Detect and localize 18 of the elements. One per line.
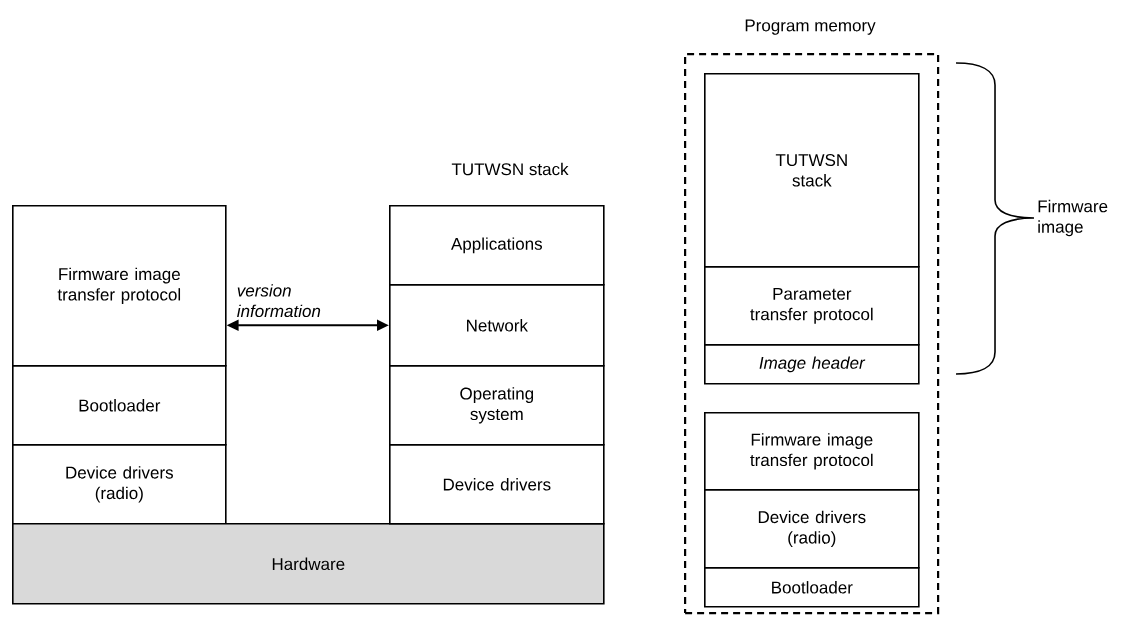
layer-box: Network	[389, 284, 605, 367]
edge-label: version information	[237, 284, 321, 318]
region-heading: Program memory	[745, 19, 876, 35]
layer-box: Applications	[389, 205, 605, 286]
memory-block: Image header	[704, 344, 920, 385]
brace-label: Firmware image	[1038, 199, 1108, 237]
memory-block: Parameter transfer protocol	[704, 266, 920, 346]
layer-box: Bootloader	[12, 365, 227, 446]
memory-block: Bootloader	[704, 567, 920, 608]
stack-heading: TUTWSN stack	[451, 162, 569, 176]
memory-block: Firmware image transfer protocol	[704, 412, 920, 491]
layer-box: Operating system	[389, 365, 605, 446]
layer-box: Device drivers	[389, 444, 605, 525]
memory-block: Device drivers (radio)	[704, 489, 920, 569]
memory-region	[684, 19, 940, 615]
hardware-box: Hardware	[12, 523, 605, 605]
layer-box: Firmware image transfer protocol	[12, 205, 227, 367]
memory-block: TUTWSN stack	[704, 73, 920, 268]
